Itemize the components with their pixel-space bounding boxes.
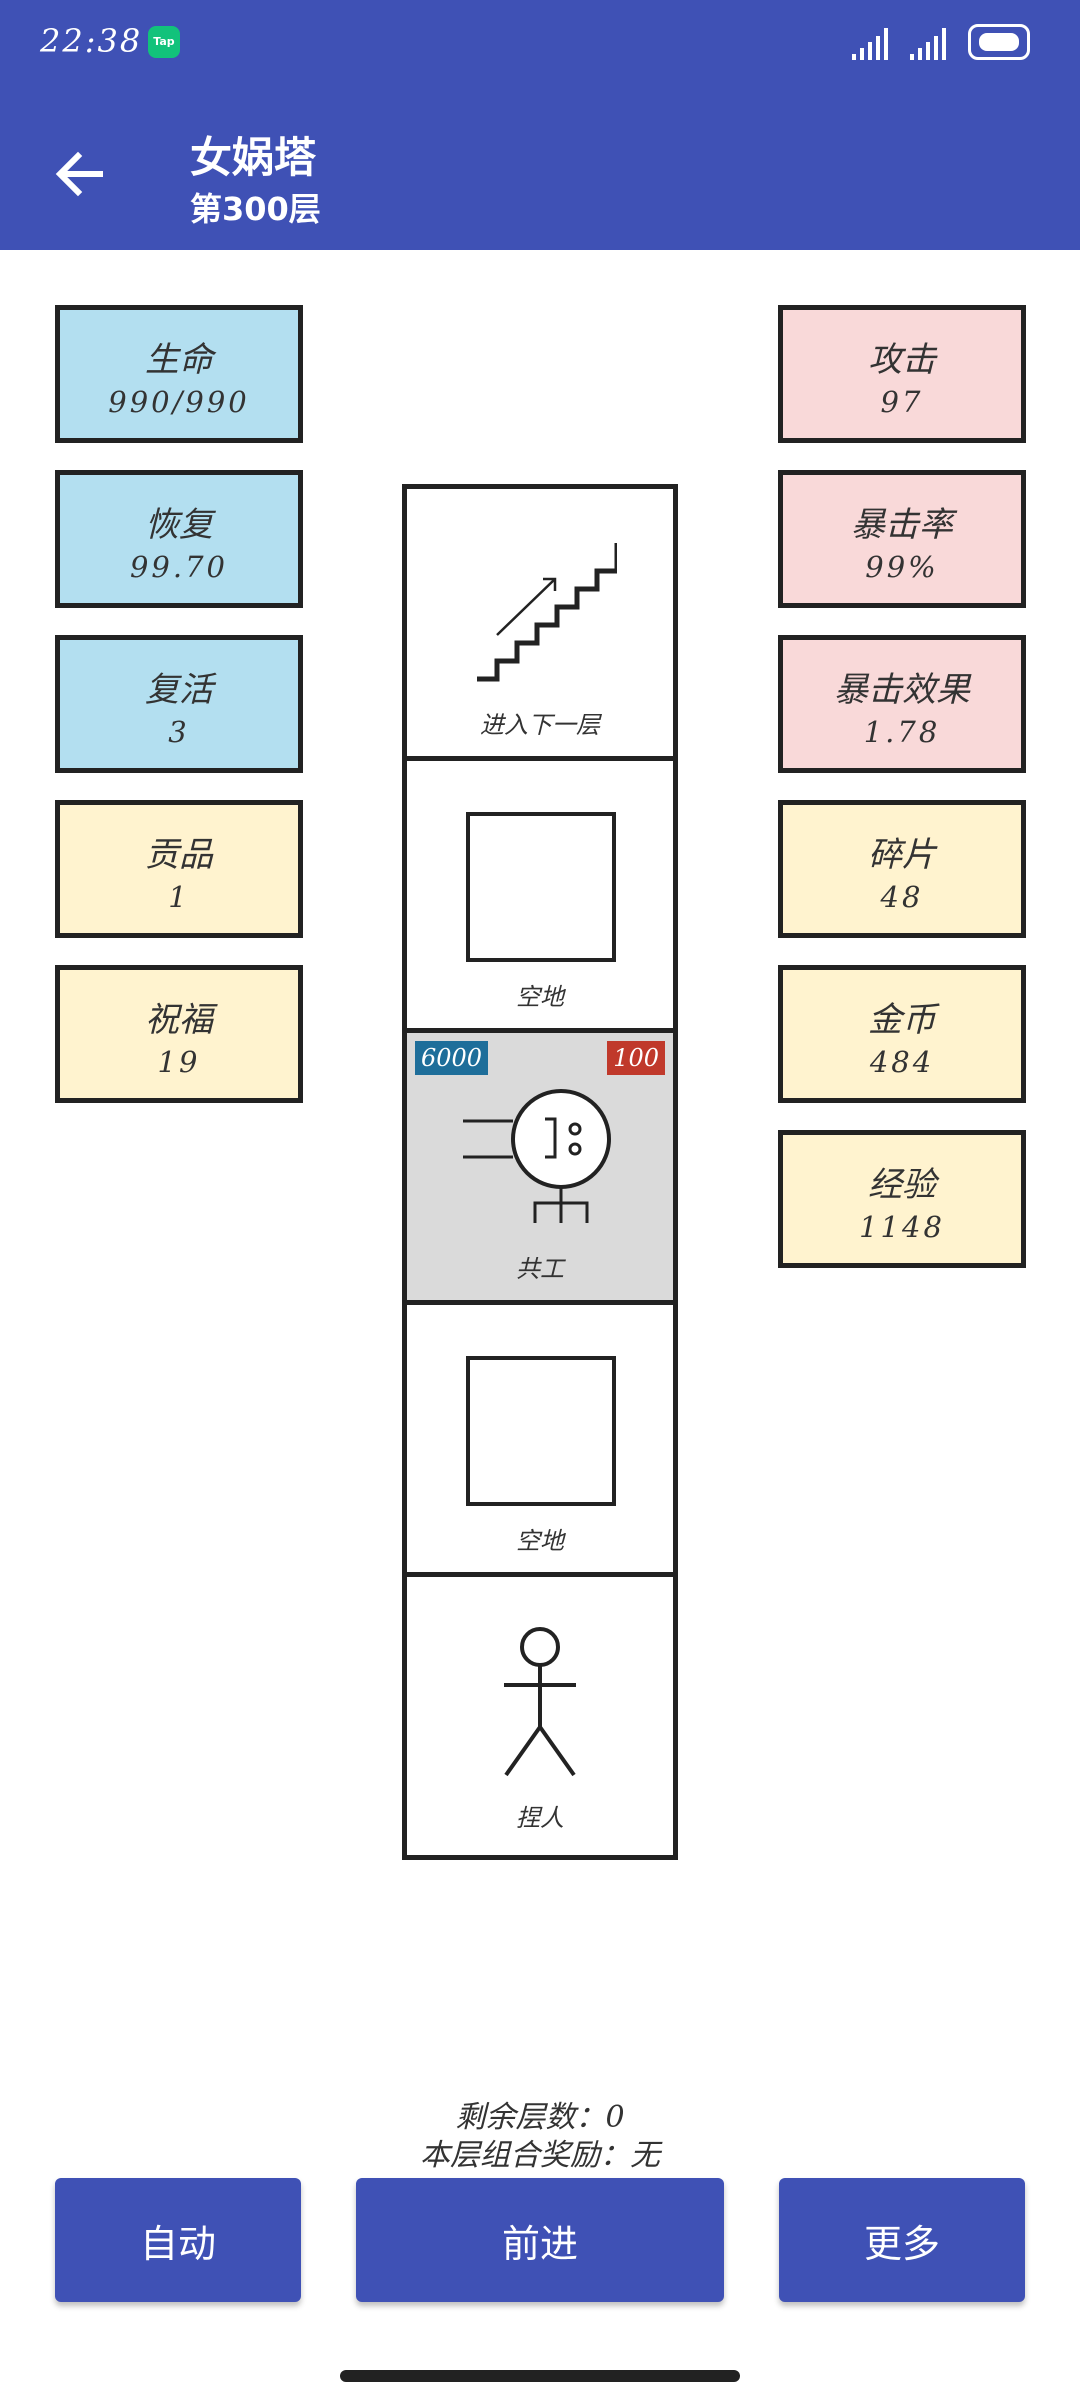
stick-figure-icon <box>504 1627 576 1777</box>
forward-button[interactable]: 前进 <box>356 2178 724 2302</box>
empty-square-icon <box>466 1356 616 1506</box>
cell-label: 捏人 <box>516 1804 564 1832</box>
enemy-hp-badge: 6000 <box>415 1041 489 1075</box>
page-title: 女娲塔 <box>190 133 317 182</box>
home-indicator[interactable] <box>340 2370 740 2382</box>
enemy-attack-badge: 100 <box>607 1041 665 1075</box>
stat-revive: 复活 3 <box>55 635 303 773</box>
tower-cell-player[interactable]: 捏人 <box>407 1577 673 1849</box>
tower-column: 进入下一层 空地 6000 100 共工 空地 <box>402 484 678 1860</box>
enemy-monster-icon <box>463 1089 611 1223</box>
stat-attack: 攻击 97 <box>778 305 1026 443</box>
empty-square-icon <box>466 812 616 962</box>
stat-recovery: 恢复 99.70 <box>55 470 303 608</box>
back-arrow-icon[interactable] <box>52 146 108 202</box>
clock: 22:38 <box>40 22 143 60</box>
signal-5g-icon <box>852 28 888 60</box>
floor-subtitle: 第300层 <box>190 190 321 228</box>
signal-4g-icon <box>910 28 946 60</box>
tower-cell-stairs[interactable]: 进入下一层 <box>407 489 673 761</box>
stat-life: 生命 990/990 <box>55 305 303 443</box>
cell-label: 进入下一层 <box>480 711 600 739</box>
floor-reward: 本层组合奖励：无 <box>420 2138 660 2173</box>
battery-icon <box>968 24 1030 60</box>
remaining-floors: 剩余层数：0 <box>455 2100 625 2135</box>
cell-label: 空地 <box>516 983 564 1011</box>
app-bar: 女娲塔 第300层 <box>0 88 1080 250</box>
stat-crit-rate: 暴击率 99% <box>778 470 1026 608</box>
stat-fragments: 碎片 48 <box>778 800 1026 938</box>
stat-experience: 经验 1148 <box>778 1130 1026 1268</box>
stat-gold: 金币 484 <box>778 965 1026 1103</box>
stat-blessing: 祝福 19 <box>55 965 303 1103</box>
stat-crit-effect: 暴击效果 1.78 <box>778 635 1026 773</box>
taptap-icon: Tap <box>148 26 180 58</box>
more-button[interactable]: 更多 <box>779 2178 1025 2302</box>
tower-cell-enemy[interactable]: 6000 100 共工 <box>407 1033 673 1305</box>
tower-cell-empty[interactable]: 空地 <box>407 1305 673 1577</box>
cell-label: 共工 <box>516 1255 564 1283</box>
cell-label: 空地 <box>516 1527 564 1555</box>
auto-button[interactable]: 自动 <box>55 2178 301 2302</box>
stairs-icon <box>477 543 617 682</box>
tower-cell-empty[interactable]: 空地 <box>407 761 673 1033</box>
status-bar: 22:38 Tap <box>0 0 1080 88</box>
stat-tribute: 贡品 1 <box>55 800 303 938</box>
